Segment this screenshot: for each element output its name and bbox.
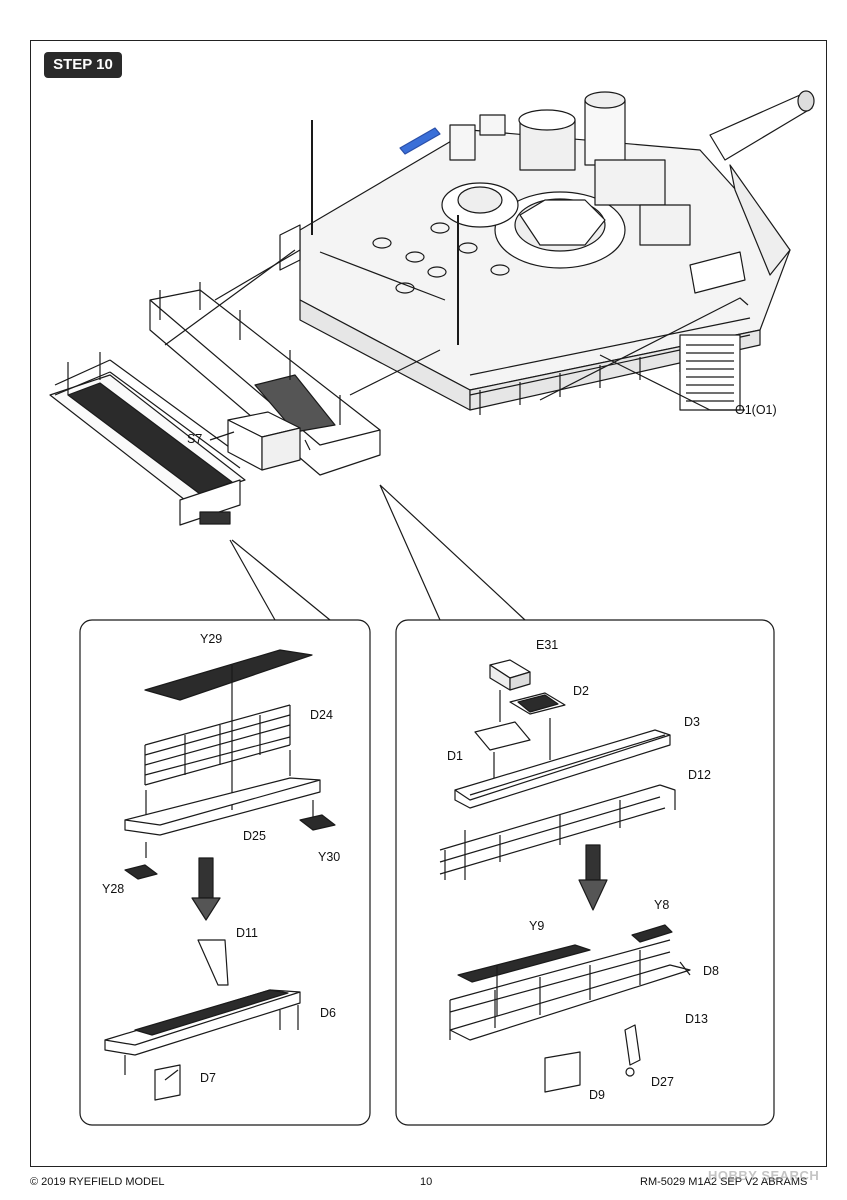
label-d7: D7 (200, 1071, 216, 1085)
watermark: HOBBY SEARCH (708, 1168, 820, 1183)
left-callout-drawing (104, 649, 336, 1101)
label-d13: D13 (685, 1012, 708, 1026)
label-d11: D11 (236, 926, 259, 940)
left-callout-panel (79, 619, 371, 1126)
label-d25: D25 (243, 829, 266, 843)
label-s7: S7 (187, 432, 203, 446)
footer-page-number: 10 (420, 1176, 433, 1188)
label-d24: D24 (310, 708, 333, 722)
label-d8: D8 (703, 964, 719, 978)
label-y8: Y8 (654, 898, 670, 912)
label-d12: D12 (688, 768, 711, 782)
rear-rack-drawing (49, 249, 745, 526)
label-o1: O1(O1) (735, 403, 777, 417)
label-d9: D9 (589, 1088, 605, 1102)
label-d6: D6 (320, 1006, 336, 1020)
label-d3: D3 (684, 715, 700, 729)
step-badge: STEP 10 (44, 52, 122, 78)
label-y9: Y9 (529, 919, 545, 933)
footer-model: RM-5029 M1A2 SEP V2 ABRAMS (640, 1176, 808, 1188)
label-e31: E31 (536, 638, 559, 652)
label-y29: Y29 (200, 632, 223, 646)
label-d2: D2 (573, 684, 589, 698)
label-y30: Y30 (318, 850, 341, 864)
label-y28: Y28 (102, 882, 125, 896)
footer-copyright: © 2019 RYEFIELD MODEL (30, 1176, 165, 1188)
right-callout-drawing (439, 659, 691, 1093)
label-d1: D1 (447, 749, 463, 763)
page-frame (30, 40, 827, 1167)
label-d27: D27 (651, 1075, 674, 1089)
